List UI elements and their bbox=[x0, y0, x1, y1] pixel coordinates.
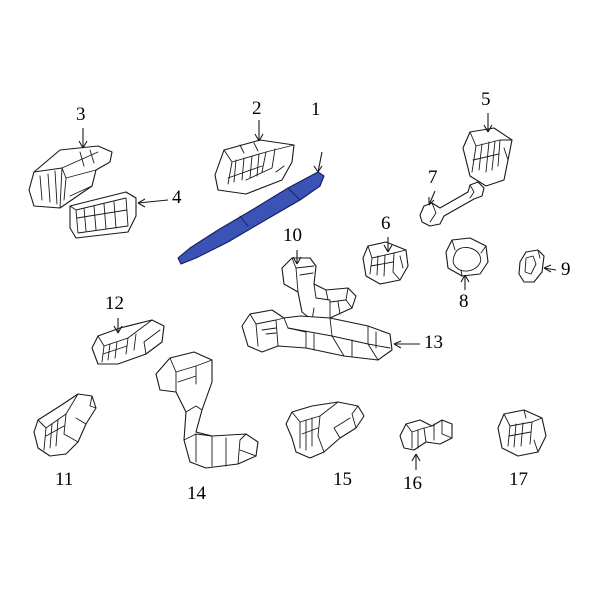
callout-8: 8 bbox=[459, 291, 469, 312]
callout-17: 17 bbox=[509, 469, 528, 490]
part-16-shape bbox=[399, 419, 453, 451]
part-7-shape bbox=[419, 181, 485, 227]
part-2-shape bbox=[214, 139, 295, 195]
callout-1: 1 bbox=[311, 99, 321, 120]
callout-7: 7 bbox=[428, 167, 438, 188]
callout-10: 10 bbox=[283, 225, 302, 246]
callout-5: 5 bbox=[481, 89, 491, 110]
callout-13: 13 bbox=[424, 332, 443, 353]
part-17-shape bbox=[497, 409, 547, 457]
callout-3: 3 bbox=[76, 104, 86, 125]
part-12-shape bbox=[91, 319, 165, 365]
part-3-shape bbox=[28, 145, 113, 209]
callout-15: 15 bbox=[333, 469, 352, 490]
part-1-shape-highlighted bbox=[177, 171, 325, 265]
callout-14: 14 bbox=[187, 483, 206, 504]
part-14-shape bbox=[155, 351, 259, 469]
part-9-shape bbox=[518, 249, 545, 283]
part-13-shape bbox=[241, 309, 393, 361]
callout-12: 12 bbox=[105, 293, 124, 314]
part-5-shape bbox=[462, 127, 513, 187]
part-4-shape bbox=[69, 191, 137, 239]
callout-2: 2 bbox=[252, 98, 262, 119]
part-8-shape bbox=[445, 237, 489, 277]
callout-6: 6 bbox=[381, 213, 391, 234]
callout-9: 9 bbox=[561, 259, 571, 280]
callout-11: 11 bbox=[55, 469, 74, 490]
leader-lines bbox=[78, 113, 557, 470]
part-15-shape bbox=[285, 401, 365, 459]
callout-4: 4 bbox=[172, 187, 182, 208]
part-10-shape bbox=[281, 257, 357, 321]
part-11-shape bbox=[33, 393, 97, 457]
part-6-shape bbox=[362, 241, 409, 285]
callout-16: 16 bbox=[403, 473, 422, 494]
